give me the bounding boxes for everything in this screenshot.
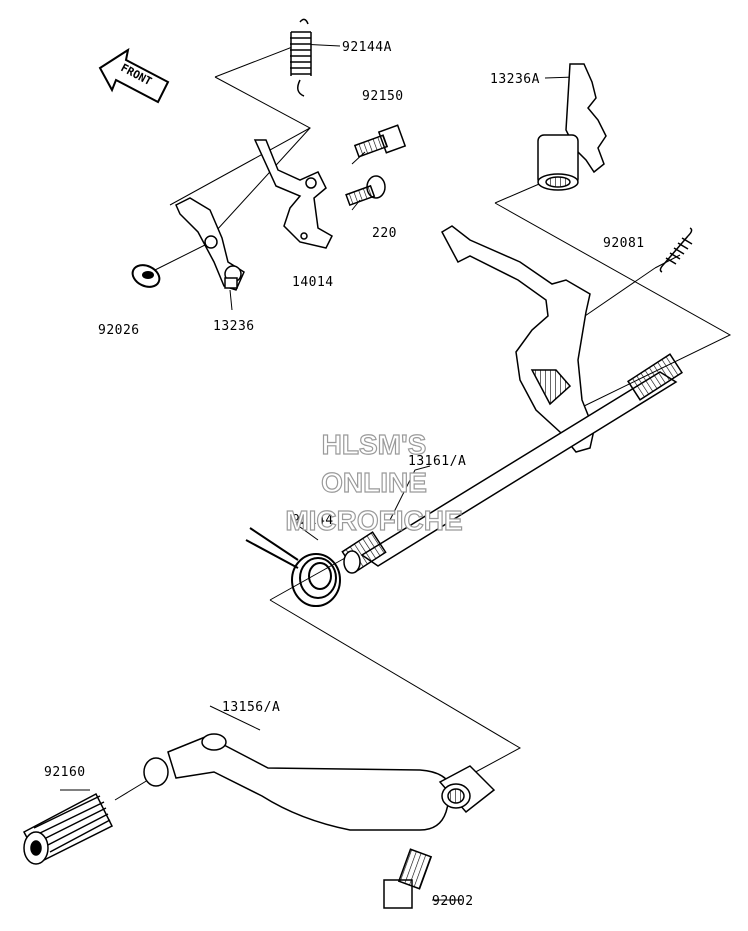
spring-92081	[659, 227, 693, 273]
label-13161a: 13161/A	[408, 454, 466, 469]
bolt-92002	[383, 848, 433, 909]
watermark-line-3: MICROFICHE	[285, 505, 462, 536]
label-220: 220	[372, 226, 397, 241]
spring-92144a	[290, 18, 312, 97]
footpeg-rubber-92160	[22, 792, 114, 865]
label-92144a: 92144A	[342, 40, 392, 55]
watermark-line-1: HLSM'S	[322, 429, 427, 460]
watermark: HLSM'S ONLINE MICROFICHE	[285, 428, 464, 536]
label-92150: 92150	[362, 89, 404, 104]
lever-14014	[253, 139, 333, 249]
label-13156a: 13156/A	[222, 700, 280, 715]
label-13236a: 13236A	[490, 72, 540, 87]
label-92002: 92002	[432, 894, 474, 909]
shift-pedal-13156a	[143, 733, 496, 831]
selector-13236a	[537, 63, 607, 191]
bolt-220	[345, 175, 386, 207]
label-92144: 92144	[292, 513, 334, 528]
shift-shaft-13161a	[341, 225, 683, 574]
bolt-92150	[353, 124, 407, 158]
lever-13236	[175, 197, 245, 291]
part-labels: 92144A 92150 13236A 220 14014 92081 9202…	[44, 40, 645, 909]
label-92026: 92026	[98, 323, 140, 338]
washer-92026	[131, 264, 161, 288]
label-13236: 13236	[213, 319, 255, 334]
label-14014: 14014	[292, 275, 334, 290]
watermark-line-2: ONLINE	[321, 467, 427, 498]
label-92081: 92081	[603, 236, 645, 251]
front-arrow-icon: FRONT	[98, 47, 170, 104]
spring-92144	[245, 527, 341, 607]
label-92160: 92160	[44, 765, 86, 780]
